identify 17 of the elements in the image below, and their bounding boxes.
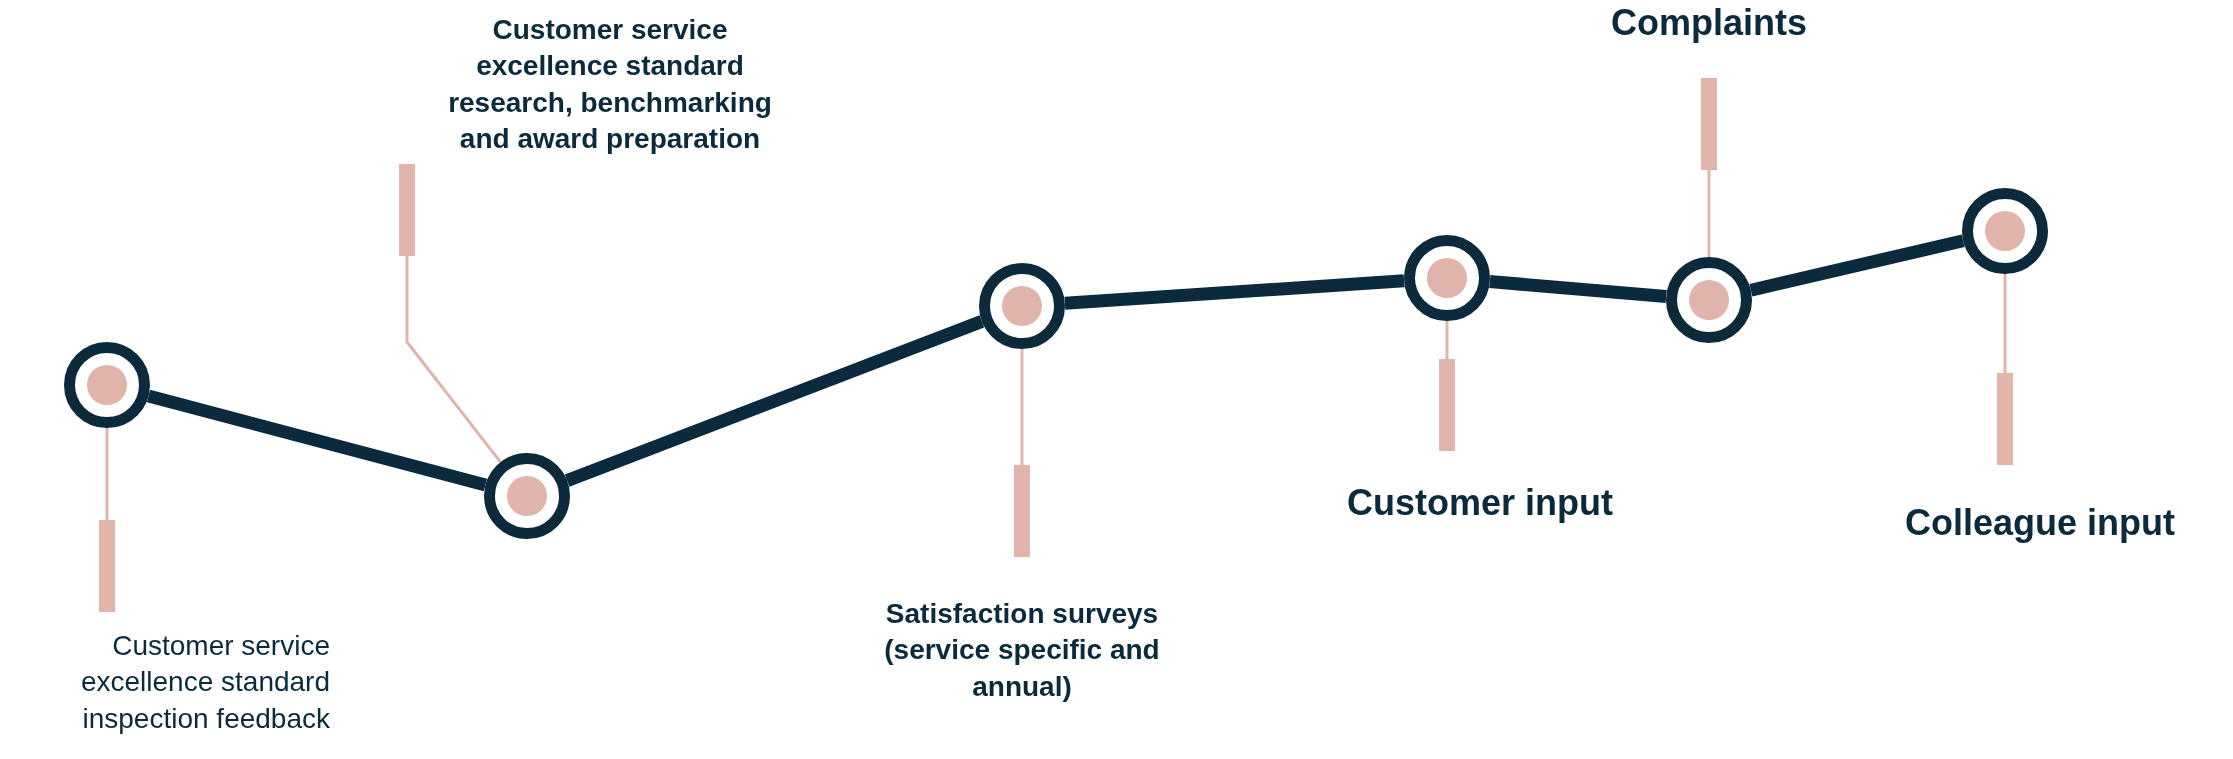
leader-line bbox=[1997, 274, 2013, 465]
leader-line bbox=[99, 428, 115, 612]
timeline-segment bbox=[146, 389, 488, 492]
milestone-label: Colleague input bbox=[1860, 500, 2220, 547]
timeline-segment bbox=[1489, 275, 1667, 303]
leader-line bbox=[1014, 349, 1030, 557]
timeline-segment bbox=[1064, 274, 1405, 310]
timeline-segment bbox=[564, 315, 985, 487]
milestone-label: Customer input bbox=[1300, 480, 1660, 527]
milestone-label: Customer service excellence standard inspection feedback bbox=[6, 628, 330, 738]
leader-line bbox=[1701, 78, 1717, 257]
milestone-label: Customer service excellence standard research, benchmarking and award preparation bbox=[420, 12, 800, 158]
milestone-label: Satisfaction surveys (service specific and annual) bbox=[842, 596, 1202, 706]
leader-line bbox=[1439, 321, 1455, 451]
leader-line bbox=[399, 164, 502, 463]
timeline-segment bbox=[1749, 234, 1965, 297]
milestone-label: Complaints bbox=[1559, 0, 1859, 47]
